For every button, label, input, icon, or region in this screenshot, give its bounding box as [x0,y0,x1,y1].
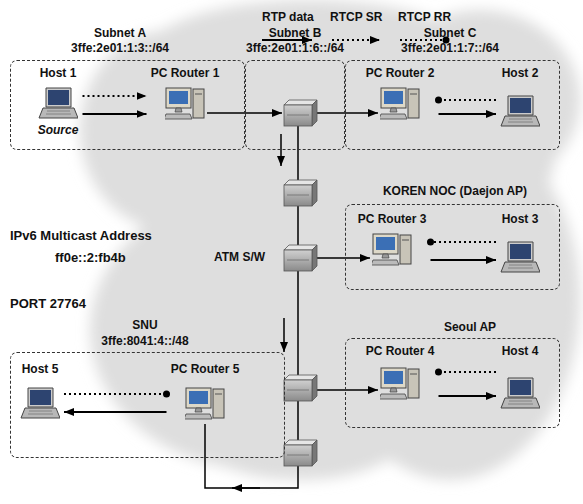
pc-icon [372,232,412,266]
pc-router: PC Router 2 [364,66,437,122]
rtcp-rr-line [439,371,497,373]
subnet-name: Seoul AP [444,320,496,334]
rtp-data-arrow [439,113,497,115]
subnet-name: Subnet B [269,26,322,40]
legend-text: RTCP SR [330,10,382,25]
subnet-name: KOREN NOC (Daejon AP) [383,184,527,198]
rtcp-rr-line [439,99,497,101]
subnet-name: SNU [132,318,157,332]
pc-router: PC Router 5 [169,362,242,422]
device-label: PC Router 3 [358,212,427,226]
laptop-icon [38,86,78,120]
legend-text: RTCP RR [398,10,451,25]
pc-router: PC Router 1 [149,66,222,122]
device-label: Host 3 [502,212,539,226]
pc-router: PC Router 4 [364,344,437,402]
laptop-icon [500,240,540,274]
laptop-icon [20,386,60,420]
rtp-data-arrow [64,411,167,413]
rtcp-rr-line [431,241,497,243]
subnet-box: SNU3ffe:8041:4::/48Host 5 PC Router 5 [10,318,285,458]
rtcp-sr-arrow [83,95,147,97]
subnet-box: Subnet C3ffe:2e01:1:7::/64PC Router 2 Hos… [345,26,560,150]
subnet-box: Subnet A3ffe:2e01:1:3::/64Host 1Source PC… [10,26,245,150]
laptop-icon [500,94,540,128]
laptop-icon [500,376,540,410]
subnet-box: Subnet B3ffe:2e01:1:6::/64 [245,26,345,150]
subnet-name: Subnet A [94,26,146,40]
cloud [80,0,580,480]
pc-icon [165,86,205,120]
device-label: Host 5 [22,362,59,376]
subnet-prefix: 3ffe:2e01:1:7::/64 [401,41,499,55]
backbone-wires [205,113,378,488]
device-label: PC Router 5 [171,362,240,376]
switch-label: ATM S/W [214,250,265,265]
pc-icon [380,366,420,400]
subnet-box: KOREN NOC (Daejon AP) PC Router 3 Host 3 [345,184,560,290]
subnet-outline [245,60,345,150]
subnet-box: Seoul AP PC Router 4 Host 4 [345,320,560,428]
device-label: Host 2 [502,66,539,80]
subnet-prefix: 3ffe:2e01:1:6::/64 [246,41,344,55]
pc-router: PC Router 3 [356,212,429,268]
host: Host 4 [498,344,542,412]
device-label: PC Router 1 [151,66,220,80]
subnet-prefix: 3ffe:8041:4::/48 [101,334,188,348]
rtcp-rr-line [64,393,167,395]
subnet-prefix: 3ffe:2e01:1:3::/64 [71,41,169,55]
subnet-name: Subnet C [424,26,477,40]
device-label: PC Router 4 [366,344,435,358]
annotation: IPv6 Multicast Address [10,228,152,243]
annotation: ff0e::2:fb4b [55,250,126,265]
host: Host 3 [498,212,542,276]
source-tag: Source [38,123,79,137]
host: Host 1 Source [36,66,81,139]
device-label: Host 4 [502,344,539,358]
host: Host 2 [498,66,542,130]
legend-text: RTP data [262,10,314,25]
pc-icon [380,86,420,120]
atm-switches [284,100,317,466]
rtp-data-arrow [431,259,497,261]
device-label: PC Router 2 [366,66,435,80]
pc-icon [185,386,225,420]
rtp-data-arrow [439,395,497,397]
host: Host 5 [18,362,62,422]
device-label: Host 1 [40,66,77,80]
rtp-data-arrow [83,113,147,115]
annotation: PORT 27764 [10,296,86,311]
